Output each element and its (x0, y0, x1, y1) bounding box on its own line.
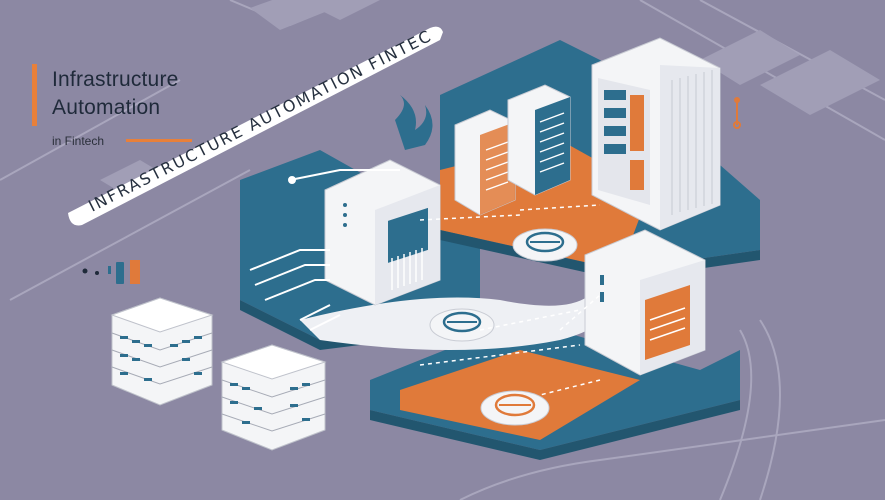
title-line-1: Infrastructure (52, 68, 179, 91)
database-stack-icon (110, 297, 214, 406)
subtitle-accent-bar (126, 139, 192, 142)
server-rack-icon (324, 159, 441, 306)
server-rack-icon (454, 109, 516, 216)
status-indicator-icon (82, 260, 140, 284)
server-rack-icon (584, 229, 706, 376)
database-stack-icon (220, 344, 327, 451)
cable-lines (249, 169, 400, 331)
subtitle: in Fintech (52, 134, 105, 148)
network-node-icon (429, 308, 495, 342)
dashed-links (419, 204, 601, 396)
connector-ribbon (300, 250, 624, 350)
title-accent-bar (32, 64, 37, 126)
background-blocks (100, 0, 880, 195)
status-indicator-icon (733, 97, 741, 129)
network-node-icon (480, 390, 550, 426)
cloud-hand-icon (395, 95, 433, 150)
network-node-icon (512, 228, 578, 262)
title-line-2: Automation (52, 96, 161, 119)
server-rack-icon (507, 84, 571, 196)
server-rack-icon (591, 37, 721, 231)
